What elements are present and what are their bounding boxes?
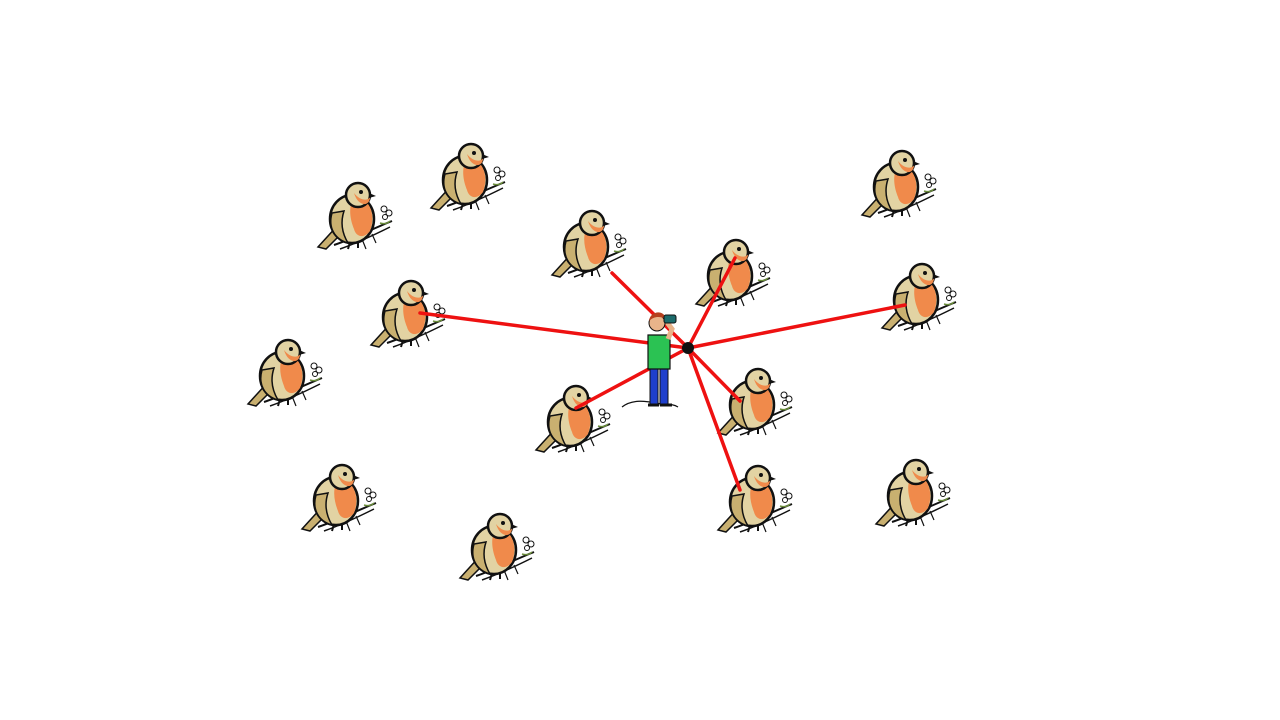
sight-line-5 bbox=[574, 346, 690, 410]
robin-icon bbox=[694, 238, 772, 308]
robin-icon bbox=[716, 367, 794, 437]
robin-icon bbox=[246, 338, 324, 408]
robin-icon bbox=[860, 149, 938, 219]
sight-line-3 bbox=[686, 303, 907, 350]
sight-line-4 bbox=[418, 311, 690, 350]
robin-icon bbox=[300, 463, 378, 533]
robin-icon bbox=[429, 142, 507, 212]
sight-line-1 bbox=[610, 271, 690, 350]
observer-point bbox=[682, 342, 694, 354]
robin-icon bbox=[316, 181, 394, 251]
sight-line-6 bbox=[686, 346, 742, 403]
robin-icon bbox=[716, 464, 794, 534]
robin-icon bbox=[458, 512, 536, 582]
robin-icon bbox=[880, 262, 958, 332]
birdwatcher-with-binoculars-icon bbox=[621, 312, 679, 408]
sight-line-7 bbox=[686, 346, 742, 492]
robin-icon bbox=[874, 458, 952, 528]
robin-icon bbox=[550, 209, 628, 279]
sight-line-2 bbox=[686, 256, 737, 350]
sight-lines bbox=[418, 256, 907, 492]
birds bbox=[246, 142, 958, 582]
